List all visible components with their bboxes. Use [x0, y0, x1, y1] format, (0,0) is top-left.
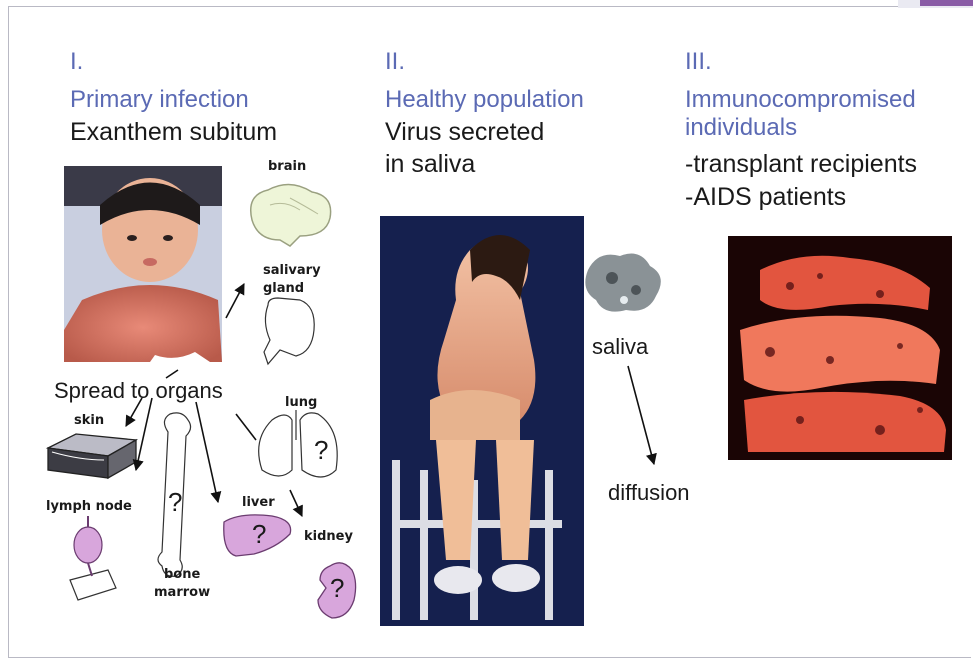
lung-question-mark: ? [314, 436, 328, 466]
lymph-node-icon [70, 516, 116, 600]
liver-question-mark: ? [252, 520, 266, 550]
salivary-gland-label-line1: salivary [263, 264, 321, 279]
salivary-gland-label-line2: gland [263, 282, 304, 297]
kidney-label: kidney [304, 530, 353, 545]
bone-marrow-label-line1: bone [164, 568, 200, 583]
tissue-micrograph [728, 236, 952, 460]
saliva-blob-icon [585, 254, 660, 312]
salivary-gland-icon [264, 298, 314, 364]
lymph-node-label: lymph node [46, 500, 132, 515]
skin-tissue-icon [48, 434, 136, 478]
kidney-question-mark: ? [330, 574, 344, 604]
diffusion-arrow [628, 366, 654, 464]
spread-to-organs-label: Spread to organs [54, 378, 223, 403]
diffusion-label: diffusion [608, 480, 690, 505]
infant-photo [64, 166, 222, 362]
bone-question-mark: ? [168, 488, 182, 518]
woman-photo [380, 216, 584, 626]
brain-label: brain [268, 160, 306, 175]
lung-label: lung [285, 396, 317, 411]
liver-label: liver [242, 496, 275, 511]
skin-label: skin [74, 414, 104, 429]
saliva-label: saliva [592, 334, 648, 359]
brain-icon [251, 184, 331, 246]
bone-marrow-label-line2: marrow [154, 586, 210, 601]
